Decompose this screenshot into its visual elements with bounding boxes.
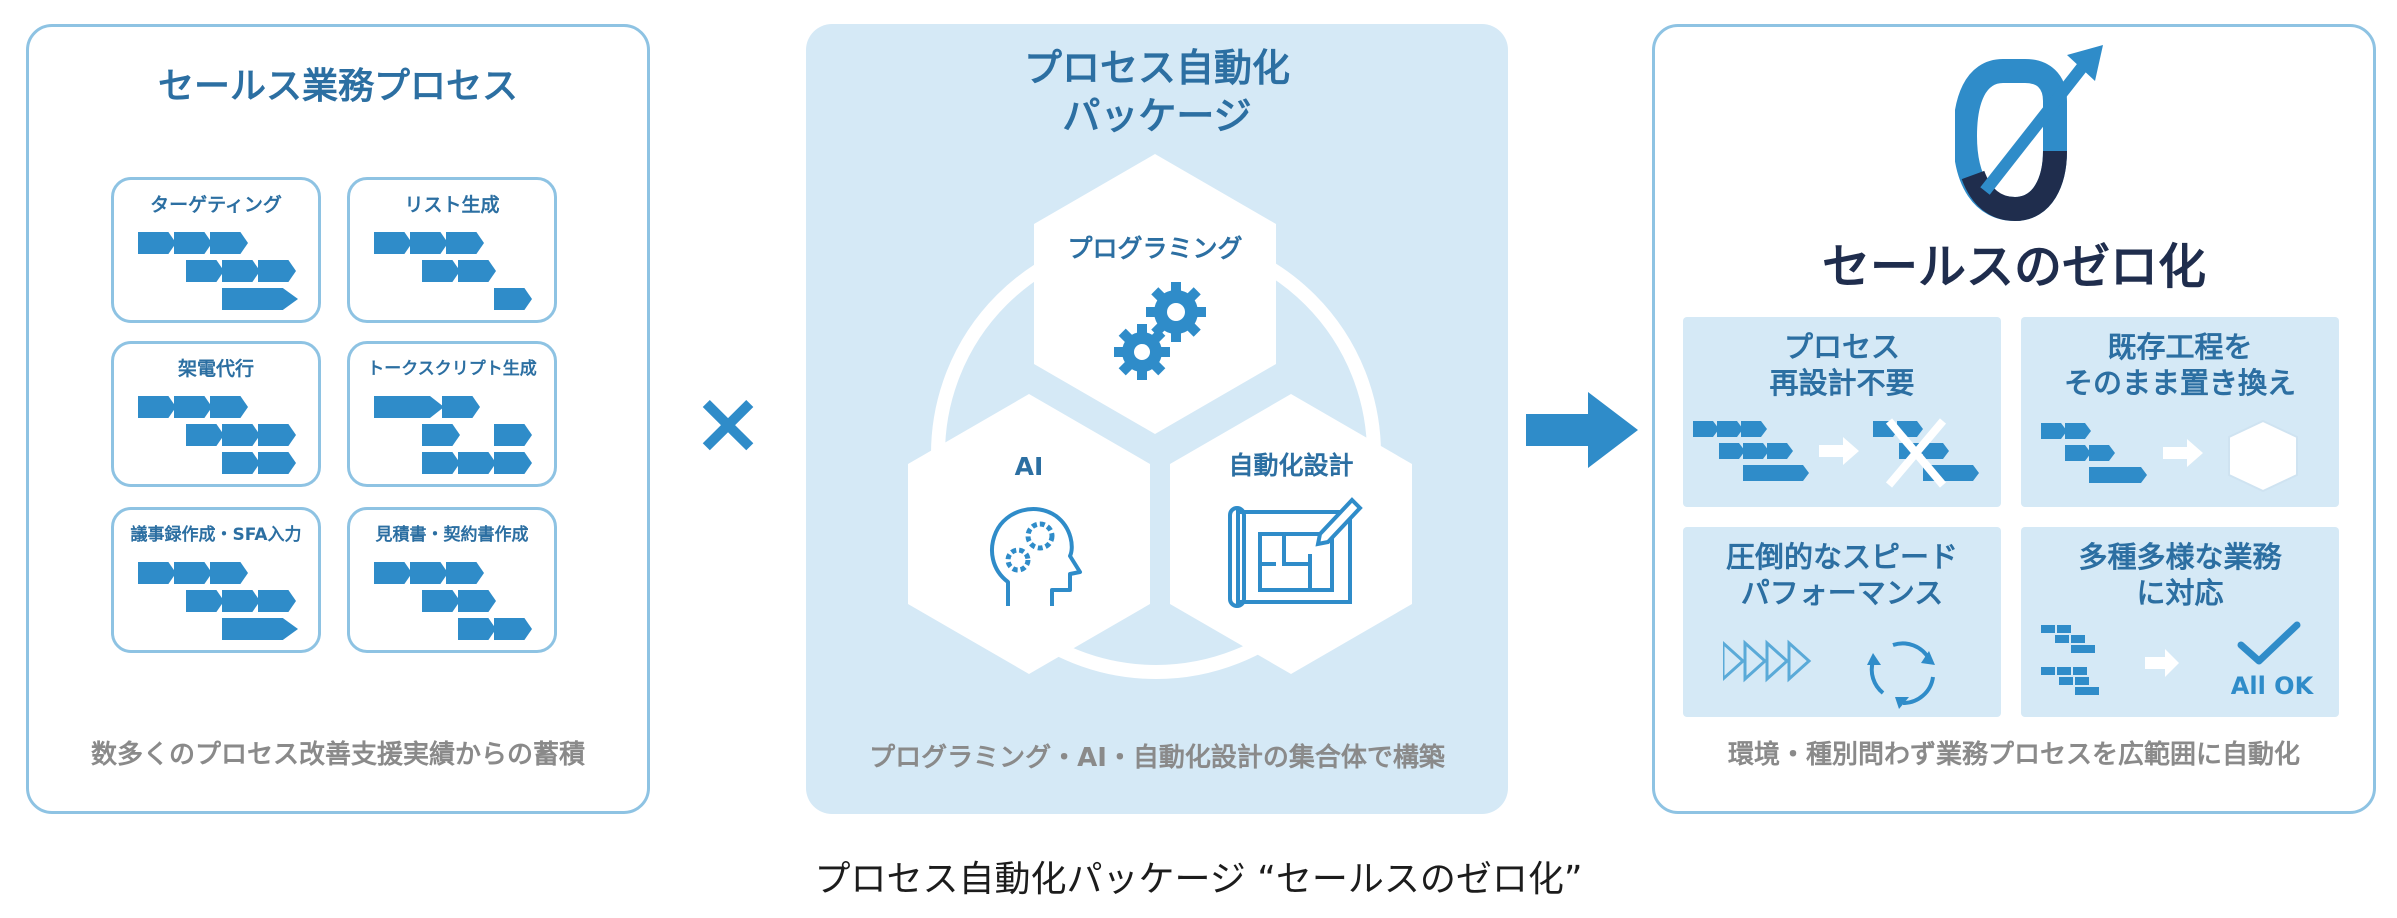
process-arrow-icon <box>222 288 298 310</box>
process-arrow-icon <box>422 424 460 446</box>
tile-diverse-tasks: 多種多様な業務 に対応 All OK <box>2021 527 2339 717</box>
process-arrow-icon <box>458 590 496 612</box>
tile-no-redesign: プロセス 再設計不要 <box>1683 317 2001 507</box>
checkmark-icon <box>2237 621 2301 665</box>
process-arrow-icon <box>410 562 448 584</box>
tile-line-1: プロセス <box>1783 330 1900 364</box>
process-arrow-icon <box>494 424 532 446</box>
automation-package-title: プロセス自動化 パッケージ <box>806 44 1508 140</box>
process-arrow-icon <box>222 590 260 612</box>
sales-process-panel: セールス業務プロセス ターゲティング リスト生成 架電代行 トークスクリプト生成 <box>26 24 650 814</box>
card-targeting: ターゲティング <box>111 177 321 323</box>
sales-process-title: セールス業務プロセス <box>157 66 518 107</box>
process-arrow-icon <box>258 590 296 612</box>
process-arrow-icon <box>458 452 496 474</box>
process-arrow-icon <box>174 396 212 418</box>
process-to-package-icon <box>2041 419 2298 493</box>
tile-speed: 圧倒的なスピード パフォーマンス <box>1683 527 2001 717</box>
card-talk-script: トークスクリプト生成 <box>347 341 557 487</box>
process-arrow-icon <box>138 562 176 584</box>
gears-icon <box>1114 282 1206 380</box>
process-arrow-icon <box>222 452 260 474</box>
process-arrow-icon <box>374 232 412 254</box>
card-list-generation: リスト生成 <box>347 177 557 323</box>
process-arrow-icon <box>186 260 224 282</box>
process-arrow-icon <box>374 562 412 584</box>
process-arrow-icon <box>422 452 460 474</box>
process-arrow-icon <box>258 452 296 474</box>
process-replace-icon <box>1693 418 1979 488</box>
tile-title: 既存工程を そのまま置き換え <box>2021 329 2339 401</box>
sales-zero-panel: セールスのゼロ化 プロセス 再設計不要 既存工程を そのまま置き換え <box>1652 24 2376 814</box>
zero-logo-icon <box>1955 45 2103 222</box>
hex-ai-label: AI <box>1014 452 1044 481</box>
tile-title: プロセス 再設計不要 <box>1683 329 2001 401</box>
hex-programming-label: プログラミング <box>1067 234 1243 263</box>
card-label: 議事録作成・SFA入力 <box>130 525 302 545</box>
process-arrow-icon <box>494 452 532 474</box>
tile-title: 多種多様な業務 に対応 <box>2021 539 2339 611</box>
process-arrow-icon <box>442 396 480 418</box>
process-arrow-icon <box>494 618 532 640</box>
process-arrow-icon <box>422 260 460 282</box>
arrow-right-icon <box>1526 392 1638 468</box>
process-arrow-icon <box>258 424 296 446</box>
card-label: 見積書・契約書作成 <box>375 525 529 545</box>
process-arrow-icon <box>410 232 448 254</box>
process-arrow-icon <box>186 424 224 446</box>
card-calling: 架電代行 <box>111 341 321 487</box>
process-arrow-icon <box>222 260 260 282</box>
tile-line-2: 再設計不要 <box>1769 366 1915 400</box>
process-arrow-icon <box>186 590 224 612</box>
process-arrow-icon <box>138 232 176 254</box>
process-arrow-icon <box>374 396 444 418</box>
blueprint-icon <box>1228 497 1363 608</box>
speed-cycle-icon <box>1723 639 1935 709</box>
tile-replace-existing: 既存工程を そのまま置き換え <box>2021 317 2339 507</box>
automation-package-panel: プロセス自動化 パッケージ プログラミング AI 自動化設計 <box>806 24 1508 814</box>
tile-line-2: に対応 <box>2136 576 2224 610</box>
sales-process-footer: 数多くのプロセス改善支援実績からの蓄積 <box>90 740 585 770</box>
process-arrow-icon <box>458 260 496 282</box>
title-line-2: パッケージ <box>1062 94 1252 138</box>
process-arrow-icon <box>258 260 296 282</box>
tile-line-1: 既存工程を <box>2107 330 2253 364</box>
zero-logo-text: セールスのゼロ化 <box>1821 239 2206 295</box>
card-label: ターゲティング <box>150 194 282 216</box>
process-arrow-icon <box>210 396 248 418</box>
process-arrow-icon <box>222 618 298 640</box>
title-line-1: プロセス自動化 <box>1023 46 1290 90</box>
card-label: リスト生成 <box>404 194 500 216</box>
process-arrow-icon <box>422 590 460 612</box>
all-ok-label: All OK <box>2230 672 2314 700</box>
tile-line-1: 多種多様な業務 <box>2078 540 2282 574</box>
tile-line-2: パフォーマンス <box>1740 576 1944 610</box>
tile-line-1: 圧倒的なスピード <box>1725 540 1958 574</box>
card-label: 架電代行 <box>177 358 254 380</box>
hex-design-label: 自動化設計 <box>1228 451 1354 480</box>
tile-title: 圧倒的なスピード パフォーマンス <box>1683 539 2001 611</box>
card-label: トークスクリプト生成 <box>367 359 537 379</box>
automation-package-footer: プログラミング・AI・自動化設計の集合体で構築 <box>869 743 1445 773</box>
process-arrow-icon <box>494 288 532 310</box>
mixed-process-icon <box>2041 625 2179 695</box>
times-icon: × <box>691 373 765 473</box>
page-caption: プロセス自動化パッケージ “セールスのゼロ化” <box>814 859 1583 900</box>
sales-zero-footer: 環境・種別問わず業務プロセスを広範囲に自動化 <box>1727 740 2300 770</box>
ai-head-icon <box>990 507 1082 606</box>
process-arrow-icon <box>446 562 484 584</box>
card-quote-contract: 見積書・契約書作成 <box>347 507 557 653</box>
process-arrow-icon <box>210 562 248 584</box>
process-arrow-icon <box>174 232 212 254</box>
process-arrow-icon <box>446 232 484 254</box>
process-arrow-icon <box>210 232 248 254</box>
tile-line-2: そのまま置き換え <box>2063 366 2296 400</box>
card-minutes-sfa: 議事録作成・SFA入力 <box>111 507 321 653</box>
process-arrow-icon <box>138 396 176 418</box>
process-arrow-icon <box>458 618 496 640</box>
process-arrow-icon <box>222 424 260 446</box>
process-arrow-icon <box>174 562 212 584</box>
